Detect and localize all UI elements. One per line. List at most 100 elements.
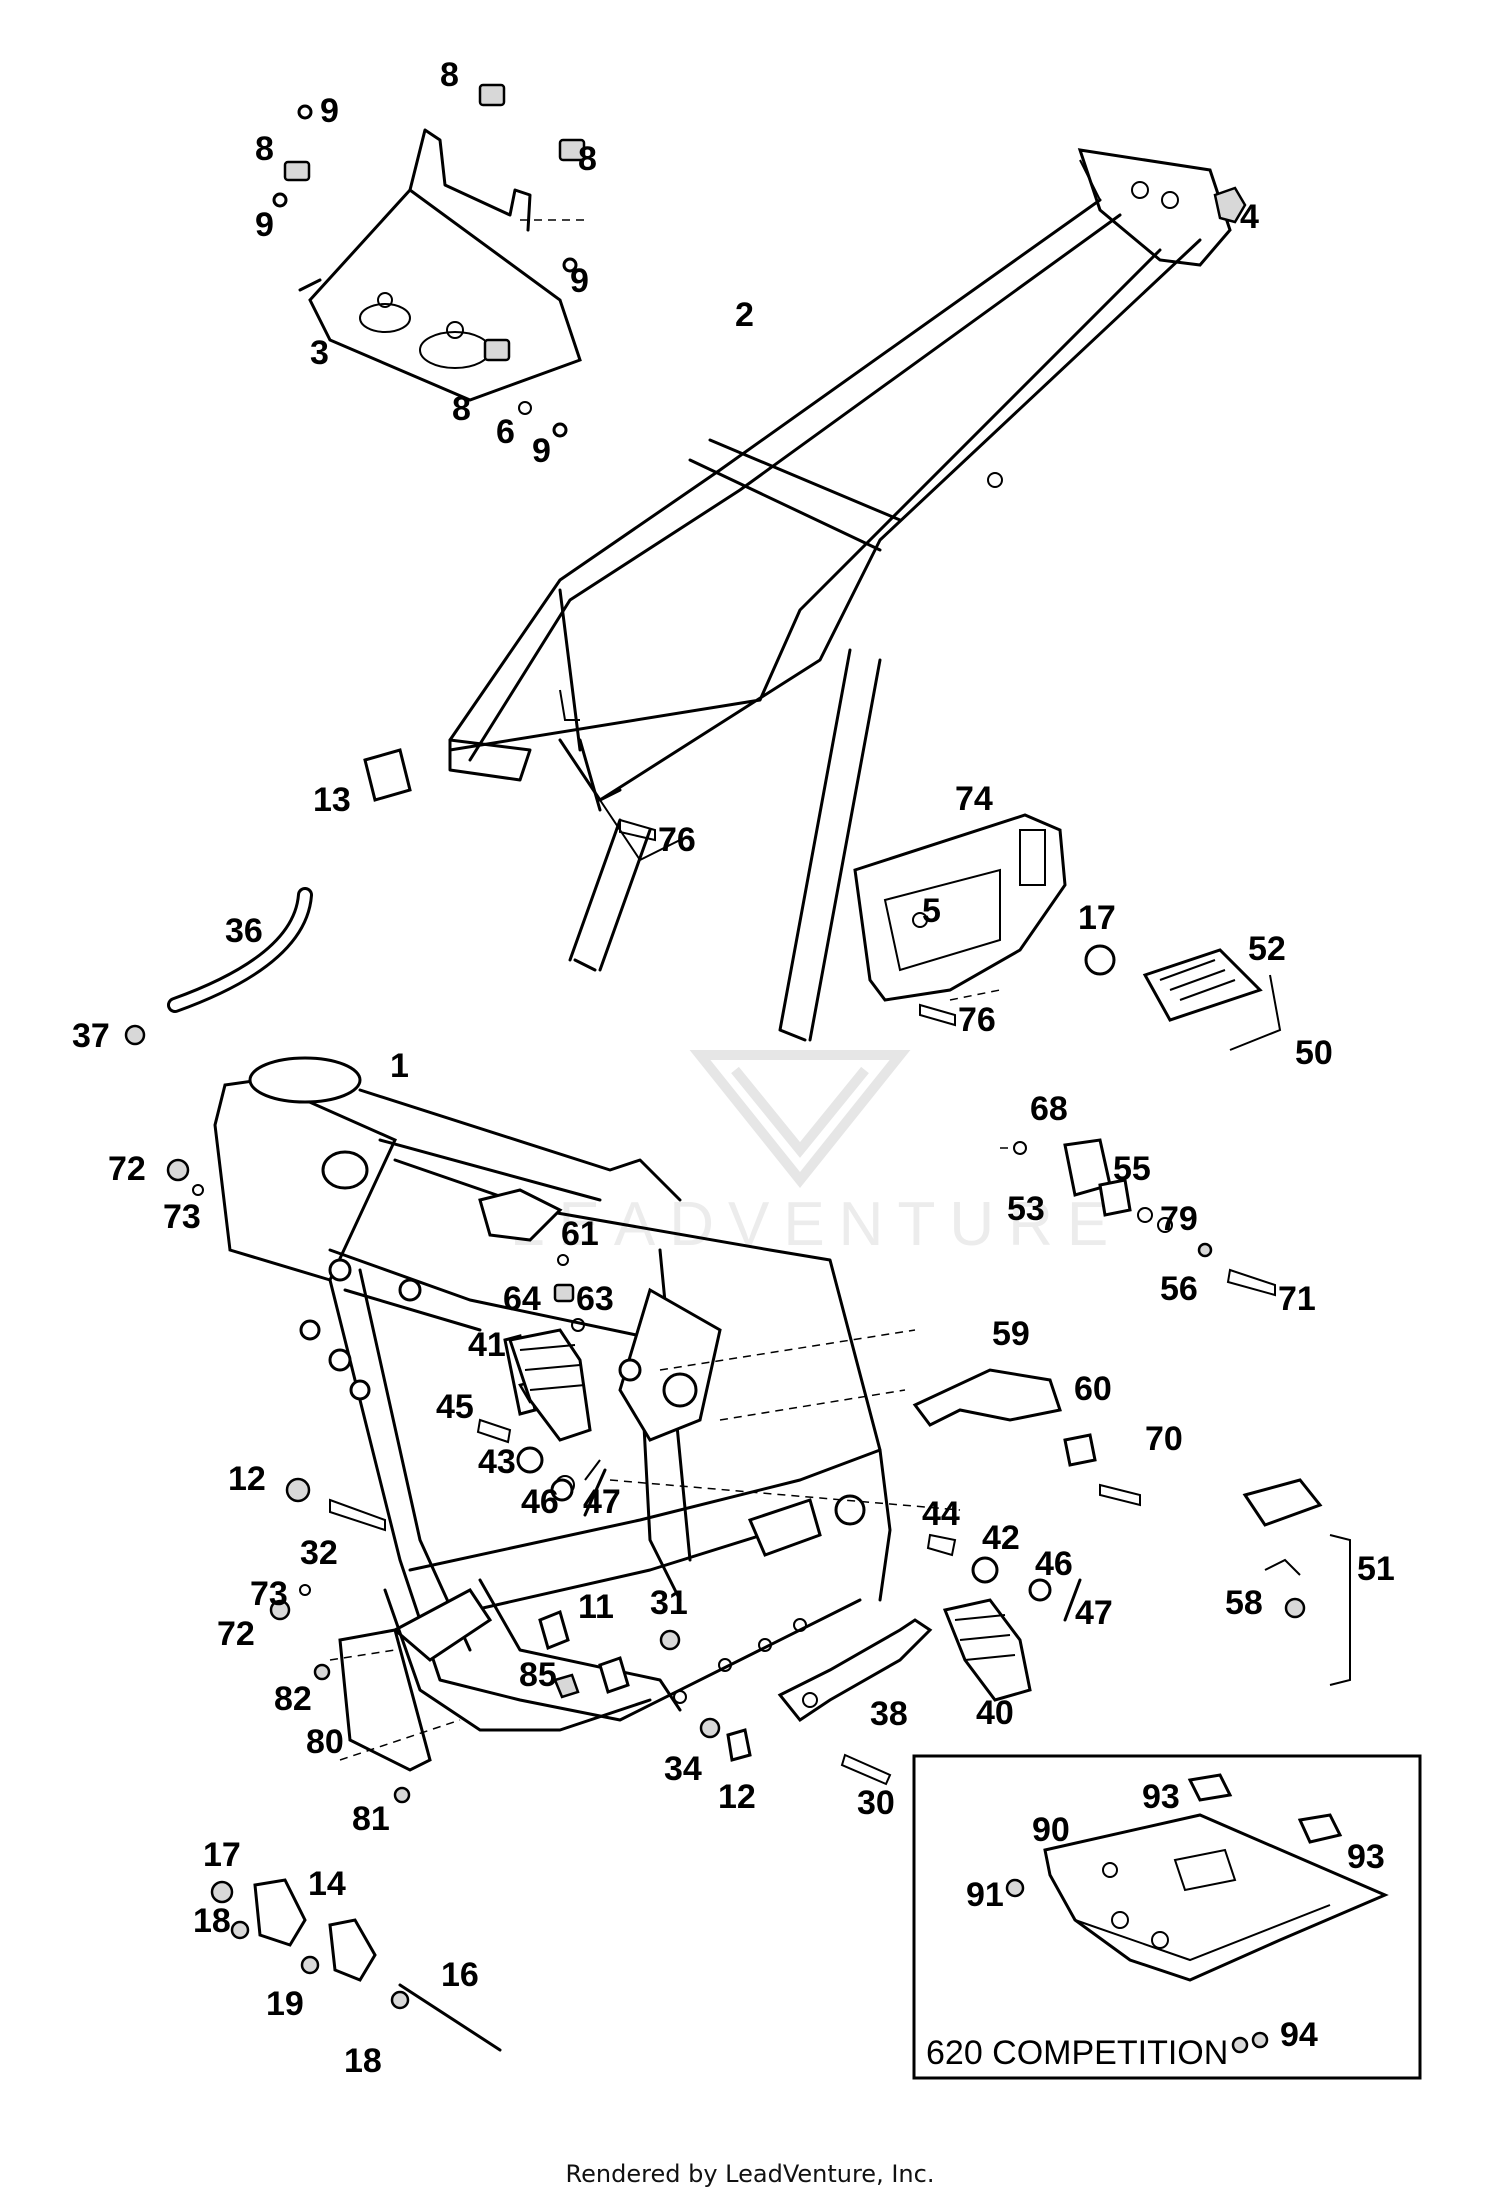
brake-pedal-38: [777, 1618, 933, 1723]
bracket-59: [912, 1368, 1141, 1507]
inset-box: [912, 1754, 1422, 2080]
callout-label: 8: [255, 130, 274, 168]
cap-4: [1213, 186, 1247, 224]
bolts-76: [619, 818, 956, 1027]
frame-hardware: [166, 1158, 601, 1621]
inset-label: 620 COMPETITION: [926, 2034, 1228, 2072]
callout-label: 4: [1240, 198, 1259, 236]
callout-label: 19: [266, 1985, 304, 2023]
plate-80: [313, 1628, 432, 1804]
callout-label: 42: [982, 1519, 1020, 1557]
callout-label: 60: [1074, 1370, 1112, 1408]
linkage-14: [210, 1878, 502, 2052]
callout-label: 80: [306, 1723, 344, 1761]
callout-label: 14: [308, 1865, 346, 1903]
callout-label: 61: [561, 1215, 599, 1253]
callout-label: 3: [310, 334, 329, 372]
callout-label: 90: [1032, 1811, 1070, 1849]
peg-hardware: [476, 1418, 1082, 1622]
callout-label: 6: [496, 413, 515, 451]
callout-label: 76: [658, 821, 696, 859]
callout-label: 85: [519, 1656, 557, 1694]
side-plate-5: [853, 813, 1067, 1002]
footer-credit: Rendered by LeadVenture, Inc.: [565, 2160, 935, 2188]
callout-label: 30: [857, 1784, 895, 1822]
callout-label: 45: [436, 1388, 474, 1426]
callout-label: 34: [664, 1750, 702, 1788]
callout-label: 47: [1075, 1594, 1113, 1632]
callout-label: 55: [1113, 1150, 1151, 1188]
clip-13: [363, 748, 412, 802]
callout-label: 79: [1160, 1200, 1198, 1238]
callout-label: 74: [955, 780, 993, 818]
callout-label: 13: [313, 781, 351, 819]
footrest-50: [1084, 944, 1282, 1051]
watermark-text: LEADVENTURE: [510, 1190, 1122, 1259]
callout-label: 52: [1248, 930, 1286, 968]
callout-label: 18: [193, 1902, 231, 1940]
cap-51: [1242, 1478, 1351, 1686]
bushings-53-55: [1013, 1138, 1276, 1297]
callout-label: 93: [1347, 1838, 1385, 1876]
callout-label: 72: [217, 1615, 255, 1653]
callout-label: 40: [976, 1694, 1014, 1732]
callout-label: 8: [578, 140, 597, 178]
callout-label: 82: [274, 1680, 312, 1718]
callout-label: 58: [1225, 1584, 1263, 1622]
footpeg-40: [942, 1598, 1032, 1702]
callout-label: 64: [503, 1280, 541, 1318]
callout-label: 53: [1007, 1190, 1045, 1228]
callout-label: 93: [1142, 1778, 1180, 1816]
callout-label: 43: [478, 1443, 516, 1481]
callout-label: 1: [390, 1047, 409, 1085]
callout-label: 68: [1030, 1090, 1068, 1128]
rubber-mounts: [272, 83, 586, 438]
battery-tray: [298, 128, 582, 402]
callout-label: 8: [452, 390, 471, 428]
callout-label: 9: [570, 262, 589, 300]
callout-label: 9: [532, 432, 551, 470]
callout-label: 73: [163, 1198, 201, 1236]
callout-label: 18: [344, 2042, 382, 2080]
callout-label: 36: [225, 912, 263, 950]
callout-label: 31: [650, 1584, 688, 1622]
callout-label: 12: [228, 1460, 266, 1498]
callout-label: 32: [300, 1534, 338, 1572]
bushings-lower: [538, 1609, 892, 1786]
hose-36: [124, 887, 313, 1046]
callout-label: 12: [718, 1778, 756, 1816]
callout-label: 81: [352, 1800, 390, 1838]
callout-label: 70: [1145, 1420, 1183, 1458]
callout-label: 71: [1278, 1280, 1316, 1318]
callout-label: 17: [1078, 899, 1116, 937]
callout-label: 9: [320, 92, 339, 130]
main-frame: [213, 1056, 892, 1732]
leader-lines: [329, 219, 1010, 1761]
callout-labels: 1 2 3 4 5 6 8 8 8 8 9 9 9 9 11 12 12 13 …: [72, 56, 1395, 2080]
callout-label: 91: [966, 1876, 1004, 1914]
callout-label: 59: [992, 1315, 1030, 1353]
callout-label: 73: [250, 1575, 288, 1613]
callout-label: 72: [108, 1150, 146, 1188]
callout-label: 16: [441, 1956, 479, 1994]
callout-label: 51: [1357, 1550, 1395, 1588]
callout-label: 47: [583, 1483, 621, 1521]
watermark-logo: [689, 1050, 911, 1189]
callout-label: 44: [922, 1495, 960, 1533]
callout-label: 9: [255, 206, 274, 244]
callout-label: 63: [576, 1280, 614, 1318]
callout-label: 46: [521, 1483, 559, 1521]
callout-label: 5: [922, 892, 941, 930]
subframe: [448, 148, 1232, 1042]
callout-label: 17: [203, 1836, 241, 1874]
footpeg-41: [508, 1328, 592, 1442]
callout-label: 38: [870, 1695, 908, 1733]
callout-label: 8: [440, 56, 459, 94]
callout-label: 56: [1160, 1270, 1198, 1308]
callout-label: 94: [1280, 2016, 1318, 2054]
callout-label: 46: [1035, 1545, 1073, 1583]
callout-label: 76: [958, 1001, 996, 1039]
callout-label: 41: [468, 1326, 506, 1364]
callout-label: 2: [735, 296, 754, 334]
